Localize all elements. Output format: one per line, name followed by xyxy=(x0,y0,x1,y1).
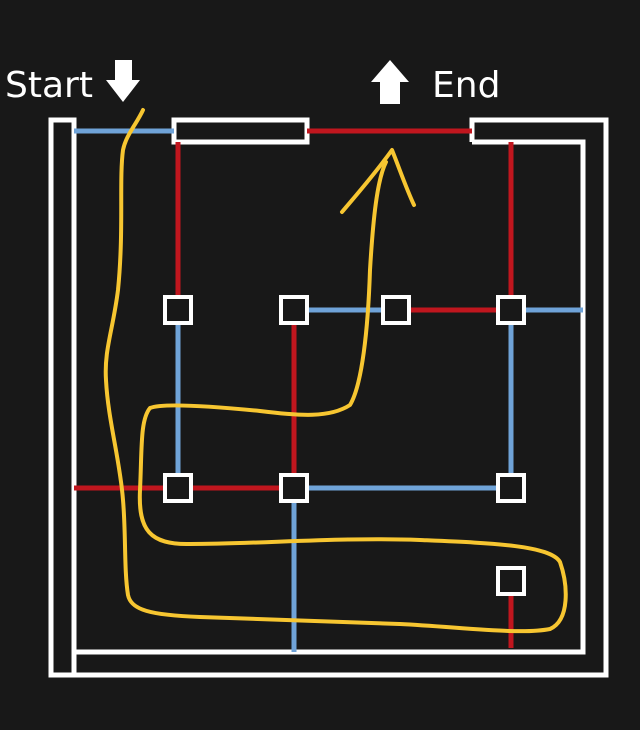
outer-wall xyxy=(48,117,609,678)
node xyxy=(163,473,193,503)
node xyxy=(496,473,526,503)
arrow-up-icon xyxy=(371,60,409,104)
start-label: Start xyxy=(5,65,93,106)
arrow-down-icon xyxy=(106,60,140,102)
drawn-path xyxy=(103,108,568,634)
node xyxy=(496,295,526,325)
end-label: End xyxy=(432,65,500,106)
node xyxy=(381,295,411,325)
node xyxy=(279,473,309,503)
node xyxy=(279,295,309,325)
wall-outer-frame xyxy=(51,117,609,678)
wires xyxy=(74,128,583,652)
node xyxy=(496,566,526,596)
nodes xyxy=(163,295,526,596)
wall-inner-frame xyxy=(74,139,586,655)
drawn-arrow-head xyxy=(340,148,416,214)
wall-left-bar xyxy=(48,117,77,678)
node xyxy=(163,295,193,325)
wall-top-block xyxy=(171,117,310,145)
drawn-path-line xyxy=(103,108,568,634)
